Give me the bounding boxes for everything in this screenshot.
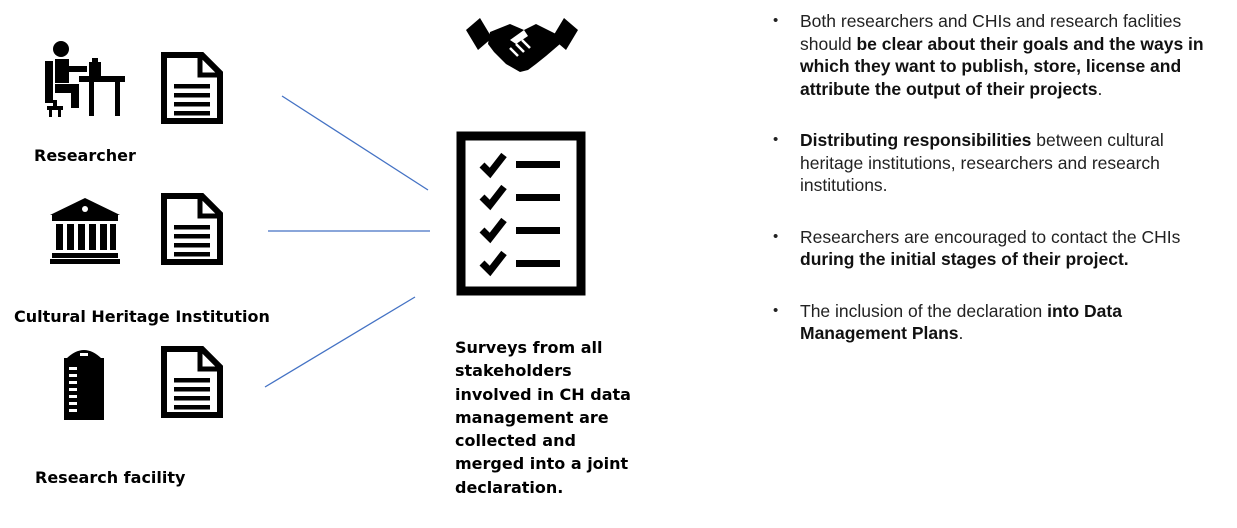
institution-document-icon [160,192,224,266]
bullet-item: • Both researchers and CHIs and research… [770,10,1225,100]
bullet-item: • Distributing responsibilities between … [770,129,1225,197]
center-text-line: Surveys from all [455,338,603,357]
facility-icon [62,345,106,420]
person-at-desk-icon [45,41,125,117]
bullet-text: Researchers are encouraged to contact th… [800,226,1181,270]
facility-document-icon [160,345,224,419]
bullet-list: • Both researchers and CHIs and research… [770,10,1225,374]
researcher-document-icon [160,51,224,125]
center-text-line: stakeholders [455,361,572,381]
handshake [466,14,578,74]
center-description: Surveys from all stakeholders involved i… [455,336,675,499]
center-text-line: declaration. [455,477,564,497]
bullet-dot: • [773,12,779,29]
bullet-dot: • [773,131,779,148]
connector-line-facility [264,296,416,388]
document-icon [161,346,223,418]
stakeholder-label-facility: Research facility [35,468,186,487]
checklist [456,131,586,296]
bullet-text: Distributing responsibilities between cu… [800,130,1164,195]
museum-building-icon [50,198,120,264]
bullet-text: The inclusion of the declaration into Da… [800,300,1122,344]
center-text-line: management are [455,407,609,427]
bullet-dot: • [773,227,779,245]
document-icon [161,193,223,265]
institution-icon [50,198,120,264]
tower-building-icon [64,350,104,420]
bullet-dot: • [773,301,779,319]
bullet-item: • Researchers are encouraged to contact … [770,226,1225,271]
document-icon [161,52,223,124]
connector-line-researcher [281,95,429,191]
checklist-icon [456,131,586,296]
center-text-line: merged into a joint [455,454,629,474]
center-text-line: involved in CH data [455,384,631,404]
stakeholder-label-institution: Cultural Heritage Institution [14,307,270,326]
stakeholder-label-researcher: Researcher [34,146,136,165]
researcher-icon [45,40,127,120]
bullet-item: • The inclusion of the declaration into … [770,300,1225,345]
center-text-line: collected and [455,431,576,451]
bullet-text: Both researchers and CHIs and research f… [800,11,1204,99]
handshake-icon [466,18,578,72]
